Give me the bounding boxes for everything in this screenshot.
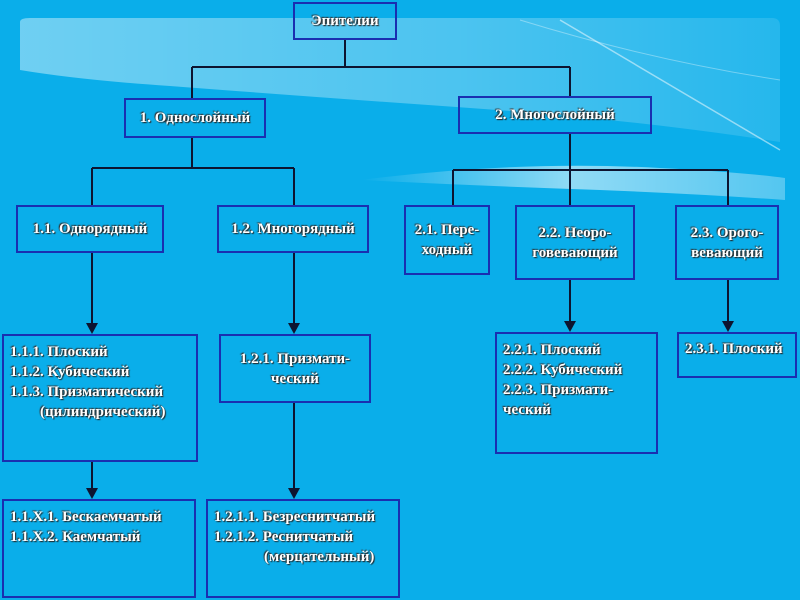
node-1-2-1-prismatic: 1.2.1. Призмати- ческий xyxy=(219,334,371,403)
node-1-2-multi-row: 1.2. Многорядный xyxy=(217,205,369,253)
node-1-1-x-list: 1.1.Х.1. Бескаемчатый 1.1.Х.2. Каемчатый xyxy=(2,499,196,598)
arrowhead-n1x xyxy=(86,488,98,499)
node-1-single-layer: 1. Однослойный xyxy=(124,98,266,138)
background-decoration xyxy=(20,18,785,200)
node-1-1-1-list: 1.1.1. Плоский 1.1.2. Кубический 1.1.3. … xyxy=(2,334,198,462)
node-2-2-1-list: 2.2.1. Плоский 2.2.2. Кубический 2.2.3. … xyxy=(495,332,658,454)
arrowhead-n221 xyxy=(564,321,576,332)
list-item: 1.1.2. Кубический xyxy=(10,364,130,380)
list-item: 1.1.Х.2. Каемчатый xyxy=(10,529,141,545)
connectors xyxy=(91,40,729,490)
list-item: 1.1.Х.1. Бескаемчатый xyxy=(10,509,162,525)
arrowhead-n1211 xyxy=(288,488,300,499)
node-2-2-non-keratinized: 2.2. Неоро- говевающий xyxy=(515,205,635,280)
list-item: 2.2.1. Плоский xyxy=(503,342,601,358)
node-2-1-transitional: 2.1. Пере- ходный xyxy=(404,205,490,275)
list-item: ческий xyxy=(503,402,551,418)
node-1-1-single-row: 1.1. Однорядный xyxy=(16,205,164,253)
node-1-2-1-x-list: 1.2.1.1. Безреснитчатый 1.2.1.2. Реснитч… xyxy=(206,499,400,598)
list-item: 1.2.1.1. Безреснитчатый xyxy=(214,509,376,525)
arrowhead-n121 xyxy=(288,323,300,334)
list-item: 1.1.3. Призматический xyxy=(10,384,164,400)
arrowhead-n111 xyxy=(86,323,98,334)
list-item: (мерцательный) xyxy=(264,549,375,565)
list-item: 2.2.2. Кубический xyxy=(503,362,623,378)
node-root: Эпителии xyxy=(293,2,397,40)
list-item: 2.2.3. Призмати- xyxy=(503,382,614,398)
node-2-3-1-flat: 2.3.1. Плоский xyxy=(677,332,797,378)
list-item: (цилиндрический) xyxy=(40,404,166,420)
node-2-3-keratinized: 2.3. Орого- вевающий xyxy=(675,205,779,280)
arrowheads xyxy=(86,321,734,499)
list-item: 1.2.1.2. Реснитчатый xyxy=(214,529,354,545)
node-2-multi-layer: 2. Многослойный xyxy=(458,96,652,134)
list-item: 1.1.1. Плоский xyxy=(10,344,108,360)
arrowhead-n231 xyxy=(722,321,734,332)
